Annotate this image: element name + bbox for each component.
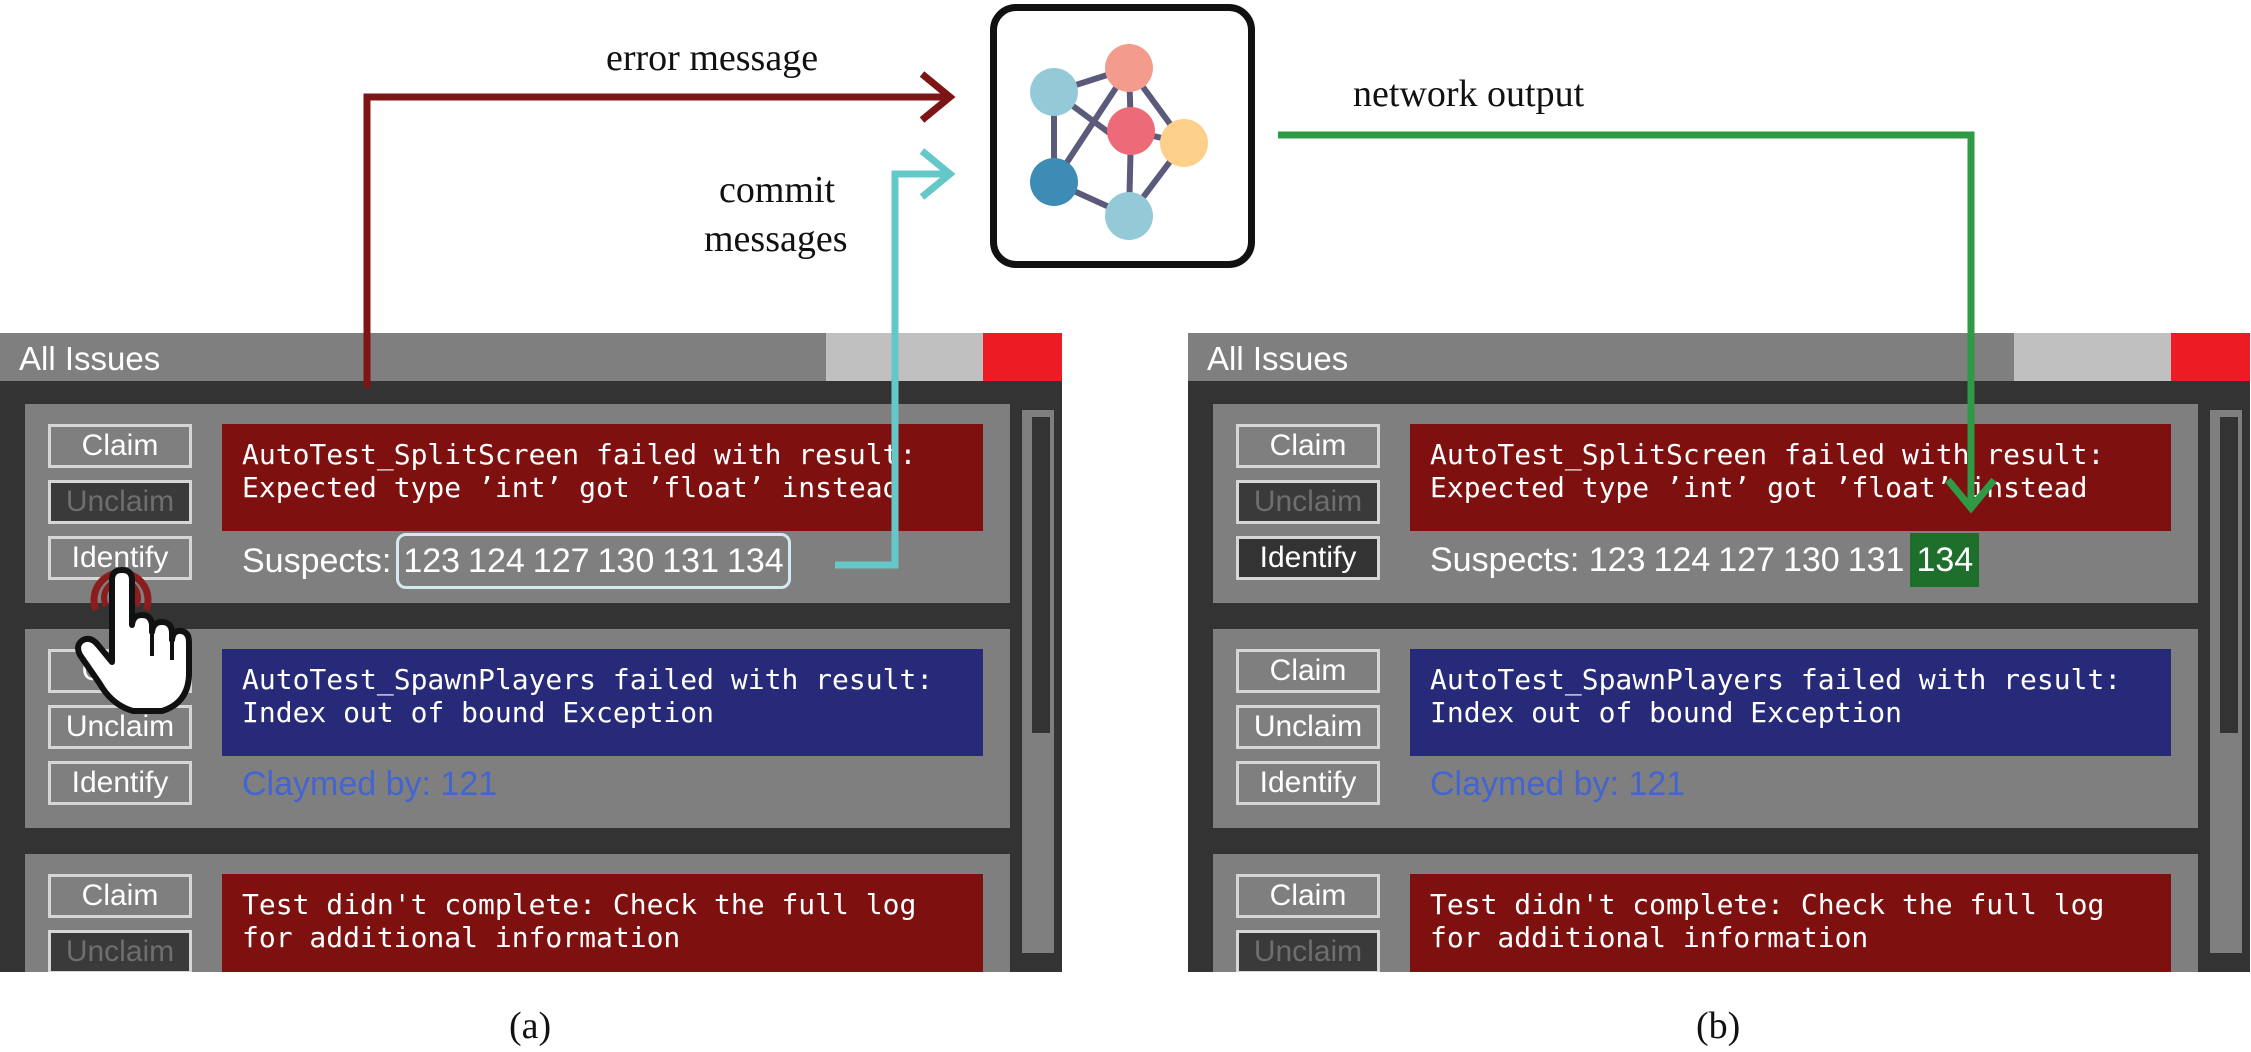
suspects-label: Suspects:	[242, 542, 392, 580]
unclaim-button[interactable]: Unclaim	[48, 480, 192, 524]
claim-button[interactable]: Claim	[1236, 424, 1380, 468]
scrollbar-thumb[interactable]	[1032, 417, 1050, 733]
message-line: Expected type ’int’ got ’float’ instead	[1430, 471, 2088, 504]
issue-card: Claim Unclaim Identify AutoTest_SpawnPla…	[1213, 629, 2198, 828]
title-bar: All Issues	[1188, 333, 2250, 381]
issue-card: Claim Unclaim Identify AutoTest_SplitScr…	[1213, 404, 2198, 603]
error-message-arrowhead	[919, 71, 956, 123]
identify-button[interactable]: Identify	[1236, 761, 1380, 805]
caption-a: (a)	[509, 1005, 552, 1047]
network-output-label: network output	[1353, 73, 1585, 115]
issue-list: Claim Unclaim Identify AutoTest_SplitScr…	[0, 381, 1012, 972]
issue-list: Claim Unclaim Identify AutoTest_SplitScr…	[1188, 381, 2200, 972]
unclaim-button[interactable]: Unclaim	[48, 930, 192, 972]
network-node	[1107, 107, 1155, 155]
identify-button[interactable]: Identify	[48, 761, 192, 805]
message-line: Test didn't complete: Check the full log	[242, 888, 917, 921]
message-line: for additional information	[242, 921, 681, 954]
unclaim-button[interactable]: Unclaim	[1236, 705, 1380, 749]
suspect-id[interactable]: 131	[662, 542, 719, 580]
suspect-id[interactable]: 131	[1847, 541, 1905, 579]
message-line: Index out of bound Exception	[1430, 696, 1903, 729]
close-button[interactable]	[2171, 333, 2250, 381]
commit-messages-label-line2: messages	[704, 218, 848, 260]
message-line: AutoTest_SpawnPlayers failed with result…	[242, 663, 934, 696]
issue-card: Claim Unclaim Test didn't complete: Chec…	[25, 854, 1010, 972]
error-message-box: Test didn't complete: Check the full log…	[1410, 874, 2171, 972]
window-title: All Issues	[1207, 340, 1349, 377]
highlighted-suspect[interactable]: 134	[1910, 533, 1980, 587]
identify-button[interactable]: Identify	[1236, 536, 1380, 580]
suspect-id[interactable]: 124	[468, 542, 525, 580]
issues-window-b: All Issues Claim Unclaim Identify AutoTe…	[1188, 333, 2250, 972]
commit-messages-arrowhead	[919, 148, 956, 200]
suspect-id[interactable]: 123	[1588, 541, 1646, 579]
network-node	[1030, 68, 1078, 116]
commit-messages-label-line1: commit	[719, 169, 836, 211]
neural-network-icon	[1030, 44, 1208, 240]
suspect-id[interactable]: 127	[1718, 541, 1775, 579]
unclaim-button[interactable]: Unclaim	[1236, 480, 1380, 524]
message-line: for additional information	[1430, 921, 1869, 954]
suspect-id[interactable]: 123	[403, 542, 461, 580]
info-message-box: AutoTest_SpawnPlayers failed with result…	[222, 649, 983, 756]
error-message-box: Test didn't complete: Check the full log…	[222, 874, 983, 972]
suspect-id[interactable]: 124	[1653, 541, 1711, 579]
unclaim-button[interactable]: Unclaim	[1236, 930, 1380, 972]
issues-window-a: All Issues Claim Unclaim Identify AutoTe…	[0, 333, 1062, 972]
message-line: AutoTest_SplitScreen failed with result:	[242, 438, 917, 471]
error-message-box: AutoTest_SplitScreen failed with result:…	[222, 424, 983, 531]
network-node	[1160, 119, 1208, 167]
scrollbar-thumb[interactable]	[2220, 417, 2238, 733]
suspect-id[interactable]: 130	[1782, 541, 1840, 579]
message-line: Expected type ’int’ got ’float’ instead	[242, 471, 900, 504]
suspect-id[interactable]: 134	[726, 542, 784, 580]
window-title: All Issues	[19, 340, 161, 377]
suspects-label: Suspects:	[1430, 541, 1580, 579]
minimize-button[interactable]	[826, 333, 983, 381]
claim-button[interactable]: Claim	[1236, 874, 1380, 918]
error-message-box: AutoTest_SplitScreen failed with result:…	[1410, 424, 2171, 531]
caption-b: (b)	[1696, 1005, 1741, 1047]
error-message-label: error message	[606, 37, 819, 79]
suspect-id[interactable]: 127	[532, 542, 590, 580]
issue-card: Claim Unclaim Identify AutoTest_SpawnPla…	[25, 629, 1010, 828]
tap-hand-icon	[75, 567, 192, 714]
neural-network-box	[990, 4, 1255, 268]
claimed-by-text: Claymed by: 121	[242, 765, 498, 803]
message-line: Index out of bound Exception	[242, 696, 715, 729]
suspect-id[interactable]: 130	[597, 542, 655, 580]
minimize-button[interactable]	[2014, 333, 2171, 381]
close-button[interactable]	[983, 333, 1062, 381]
issue-card: Claim Unclaim Identify AutoTest_SplitScr…	[25, 404, 1010, 603]
issue-card: Claim Unclaim Test didn't complete: Chec…	[1213, 854, 2198, 972]
network-node	[1030, 158, 1078, 206]
title-bar: All Issues	[0, 333, 1062, 381]
message-line: Test didn't complete: Check the full log	[1430, 888, 2105, 921]
network-node	[1105, 44, 1153, 92]
message-line: AutoTest_SplitScreen failed with result:	[1430, 438, 2105, 471]
claim-button[interactable]: Claim	[48, 424, 192, 468]
network-node	[1105, 192, 1153, 240]
claimed-by-text: Claymed by: 121	[1430, 765, 1686, 803]
claim-button[interactable]: Claim	[48, 874, 192, 918]
info-message-box: AutoTest_SpawnPlayers failed with result…	[1410, 649, 2171, 756]
unclaim-button[interactable]: Unclaim	[48, 705, 192, 749]
claim-button[interactable]: Claim	[1236, 649, 1380, 693]
message-line: AutoTest_SpawnPlayers failed with result…	[1430, 663, 2122, 696]
